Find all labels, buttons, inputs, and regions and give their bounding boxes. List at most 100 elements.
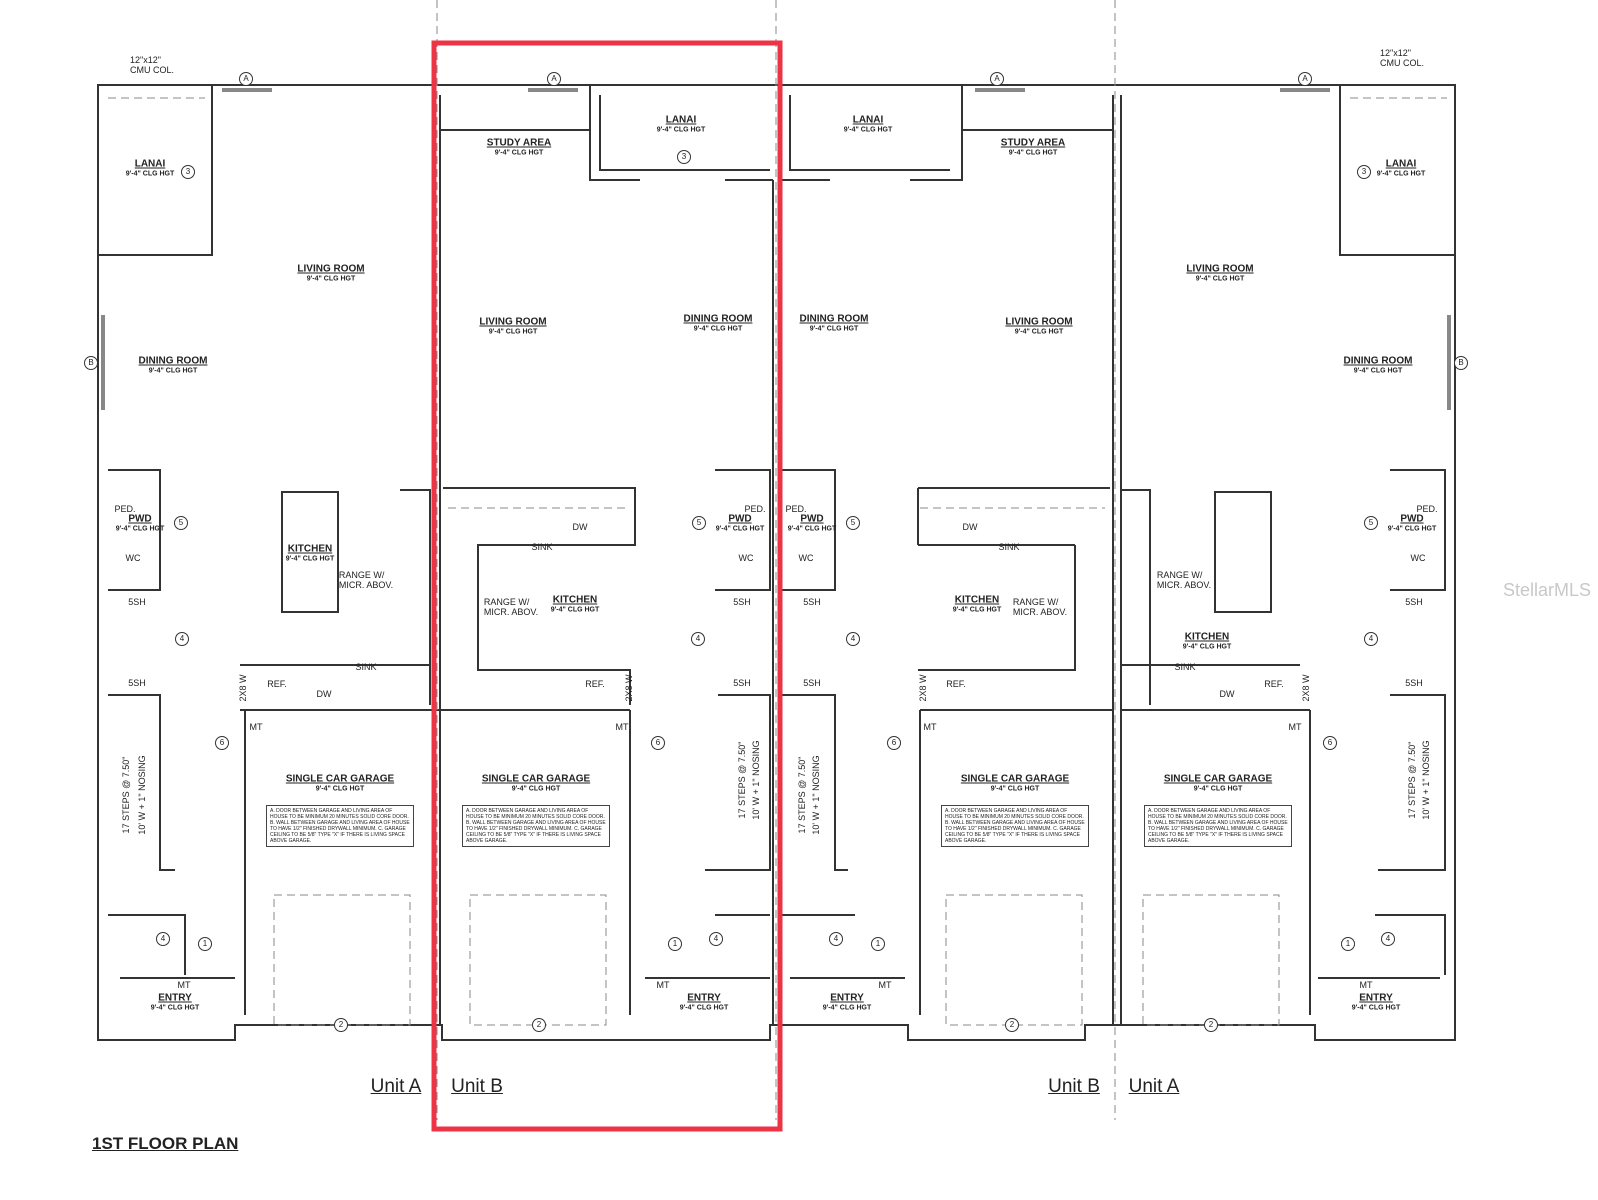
reference-tag: 4 [691, 632, 705, 646]
fixture-label: WC [1410, 553, 1426, 563]
reference-tag: A [547, 72, 561, 86]
fixture-label: PED. [1416, 504, 1438, 514]
ceiling-height: 9'-4" CLG HGT [1182, 643, 1232, 651]
room-name: ENTRY [687, 992, 721, 1004]
room-name: SINGLE CAR GARAGE [285, 773, 395, 785]
fixture-label: 10' W + 1" NOSING [751, 740, 761, 820]
room-name: LIVING ROOM [1005, 316, 1073, 328]
reference-tag: 2 [532, 1018, 546, 1032]
fixture-label: MT [615, 722, 629, 732]
reference-tag: 2 [334, 1018, 348, 1032]
ceiling-height: 9'-4" CLG HGT [715, 525, 765, 533]
room-name: SINGLE CAR GARAGE [960, 773, 1070, 785]
ceiling-height: 9'-4" CLG HGT [693, 325, 743, 333]
reference-tag: 3 [1357, 165, 1371, 179]
room-name: LANAI [852, 114, 884, 126]
ceiling-height: 9'-4" CLG HGT [285, 555, 335, 563]
reference-tag: B [1454, 356, 1468, 370]
fixture-label: RANGE W/ MICR. ABOV. [1012, 597, 1068, 617]
fixture-label: REF. [267, 679, 287, 689]
plan-title: 1ST FLOOR PLAN [92, 1134, 239, 1153]
ceiling-height: 9'-4" CLG HGT [822, 1004, 872, 1012]
reference-tag: A [990, 72, 1004, 86]
room-name: KITCHEN [552, 594, 598, 606]
fixture-label: MT [1359, 980, 1373, 990]
fixture-label: SINK [998, 542, 1020, 552]
room-name: LANAI [134, 158, 166, 170]
reference-tag: 4 [1364, 632, 1378, 646]
reference-tag: 1 [1341, 937, 1355, 951]
room-name: DINING ROOM [683, 313, 753, 325]
fixture-label: DW [316, 689, 332, 699]
room-name: SINGLE CAR GARAGE [481, 773, 591, 785]
ceiling-height: 9'-4" CLG HGT [550, 606, 600, 614]
fixture-label: 5SH [733, 597, 751, 607]
ceiling-height: 9'-4" CLG HGT [1014, 328, 1064, 336]
ceiling-height: 9'-4" CLG HGT [1353, 367, 1403, 375]
reference-tag: 2 [1005, 1018, 1019, 1032]
fixture-label: 5SH [733, 678, 751, 688]
reference-tag: 1 [871, 937, 885, 951]
reference-tag: 5 [174, 516, 188, 530]
garage-notes: A. DOOR BETWEEN GARAGE AND LIVING AREA O… [941, 805, 1089, 847]
room-name: LIVING ROOM [479, 316, 547, 328]
cmu-column-note-right: 12"x12"CMU COL. [1380, 48, 1425, 68]
ceiling-height: 9'-4" CLG HGT [843, 126, 893, 134]
reference-tag: 4 [709, 932, 723, 946]
fixture-label: 2X8 W [238, 674, 248, 702]
ceiling-height: 9'-4" CLG HGT [494, 149, 544, 157]
room-name: ENTRY [158, 992, 192, 1004]
reference-tag: 6 [215, 736, 229, 750]
reference-tag: 4 [175, 632, 189, 646]
fixture-label: SINK [1174, 662, 1196, 672]
room-name: LIVING ROOM [1186, 263, 1254, 275]
fixture-label: 17 STEPS @ 7.50" [737, 741, 747, 819]
fixture-label: 17 STEPS @ 7.50" [121, 756, 131, 834]
fixture-label: 10' W + 1" NOSING [1421, 740, 1431, 820]
room-name: STUDY AREA [1000, 137, 1066, 149]
room-name: LANAI [1385, 158, 1417, 170]
room-name: ENTRY [830, 992, 864, 1004]
ceiling-height: 9'-4" CLG HGT [1351, 1004, 1401, 1012]
reference-tag: 5 [692, 516, 706, 530]
reference-tag: 1 [668, 937, 682, 951]
fixture-label: 5SH [803, 597, 821, 607]
reference-tag: 6 [1323, 736, 1337, 750]
fixture-label: RANGE W/ MICR. ABOV. [338, 570, 394, 590]
ceiling-height: 9'-4" CLG HGT [1008, 149, 1058, 157]
fixture-label: 10' W + 1" NOSING [811, 755, 821, 835]
room-name: DINING ROOM [138, 355, 208, 367]
fixture-label: REF. [585, 679, 605, 689]
reference-tag: 5 [846, 516, 860, 530]
fixture-label: 2X8 W [918, 674, 928, 702]
unit-label: Unit A [1128, 1076, 1180, 1097]
fixture-label: RANGE W/ MICR. ABOV. [1156, 570, 1212, 590]
ceiling-height: 9'-4" CLG HGT [488, 328, 538, 336]
fixture-label: DW [572, 522, 588, 532]
room-name: PWD [1400, 513, 1424, 525]
fixture-label: WC [125, 553, 141, 563]
room-name: ENTRY [1359, 992, 1393, 1004]
room-name: SINGLE CAR GARAGE [1163, 773, 1273, 785]
reference-tag: 5 [1364, 516, 1378, 530]
ceiling-height: 9'-4" CLG HGT [1376, 170, 1426, 178]
